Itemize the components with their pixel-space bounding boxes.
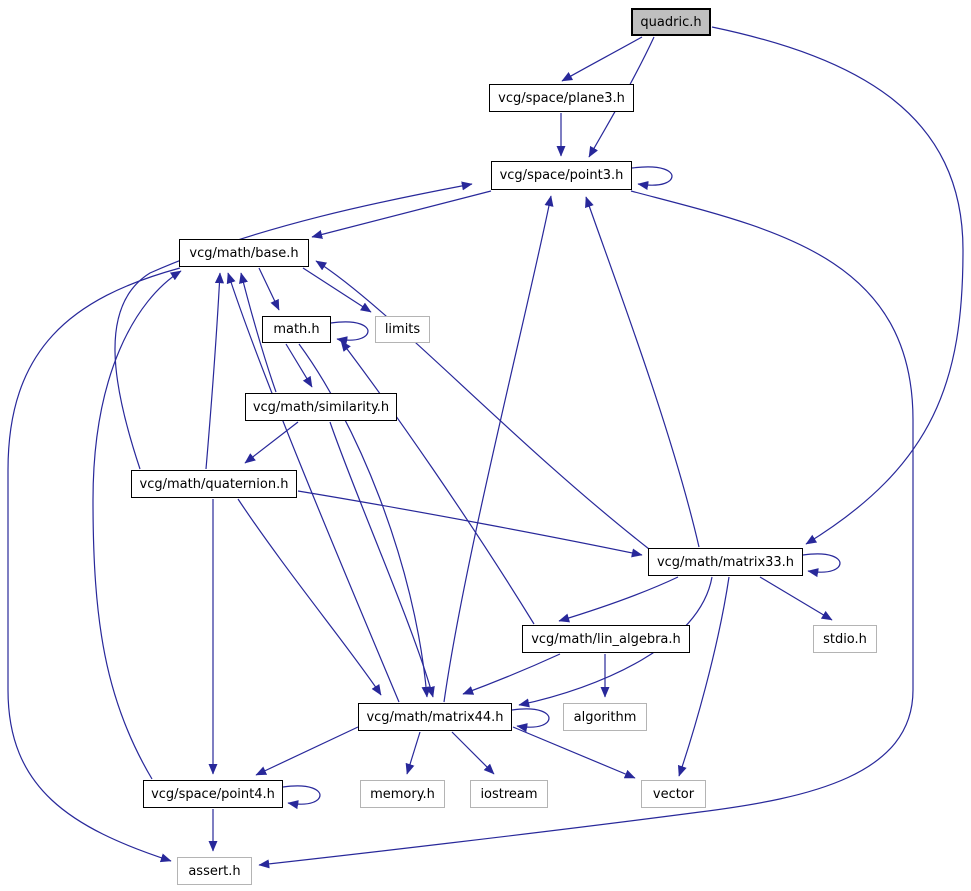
edge-matrix44-to-memory: [405, 731, 421, 775]
node-math[interactable]: math.h: [262, 316, 331, 343]
edge-point3-to-assert: [258, 190, 914, 869]
edge-point4-to-point4: [282, 785, 321, 810]
node-lin_algebra[interactable]: vcg/math/lin_algebra.h: [522, 625, 690, 653]
node-algorithm[interactable]: algorithm: [563, 703, 647, 731]
node-iostream[interactable]: iostream: [470, 780, 548, 808]
edge-point4-to-base: [92, 270, 182, 780]
edge-base-to-assert: [7, 267, 181, 863]
node-memory[interactable]: memory.h: [360, 780, 445, 808]
edge-matrix33-to-matrix44: [518, 576, 713, 708]
edge-matrix44-to-iostream: [451, 731, 495, 775]
edge-math-to-matrix44: [298, 343, 431, 698]
edge-matrix44-to-vector: [512, 726, 636, 779]
edge-matrix44-to-matrix44: [511, 708, 550, 733]
node-base[interactable]: vcg/math/base.h: [179, 239, 309, 267]
edge-matrix33-to-lin_algebra: [558, 576, 679, 623]
node-stdio[interactable]: stdio.h: [813, 625, 877, 653]
node-limits[interactable]: limits: [375, 316, 430, 343]
edge-math-to-math: [330, 321, 369, 346]
node-matrix33[interactable]: vcg/math/matrix33.h: [648, 548, 803, 576]
edge-matrix44-to-point4: [255, 726, 359, 776]
node-quaternion[interactable]: vcg/math/quaternion.h: [131, 470, 297, 498]
node-point3[interactable]: vcg/space/point3.h: [491, 161, 632, 190]
edge-similarity-to-base: [239, 272, 277, 393]
edge-matrix33-to-stdio: [759, 576, 833, 621]
edge-similarity-to-quaternion: [244, 421, 299, 464]
edge-quadric-to-plane3: [561, 36, 643, 82]
edge-matrix33-to-point3: [585, 196, 700, 548]
edge-point3-to-point3: [631, 166, 673, 191]
edge-point3-to-base: [311, 190, 492, 239]
edge-math-to-similarity: [285, 343, 313, 388]
node-assert[interactable]: assert.h: [177, 857, 252, 885]
node-matrix44[interactable]: vcg/math/matrix44.h: [358, 703, 512, 731]
edge-similarity-to-matrix44: [329, 421, 435, 698]
edge-matrix33-to-base: [315, 260, 650, 550]
edge-base-to-math: [258, 267, 280, 311]
node-vector[interactable]: vector: [641, 780, 706, 808]
edge-matrix33-to-vector: [677, 576, 730, 777]
edge-lin_algebra-to-math: [340, 340, 535, 625]
edge-matrix33-to-matrix33: [802, 553, 841, 578]
edge-quaternion-to-base: [205, 272, 225, 470]
edge-quaternion-to-matrix44: [237, 498, 382, 696]
edge-quaternion-to-point3: [114, 181, 473, 470]
node-point4[interactable]: vcg/space/point4.h: [143, 780, 283, 808]
node-plane3[interactable]: vcg/space/plane3.h: [489, 84, 634, 112]
edge-base-to-limits: [302, 267, 372, 313]
node-quadric[interactable]: quadric.h: [631, 8, 711, 36]
node-similarity[interactable]: vcg/math/similarity.h: [245, 393, 397, 421]
edge-quadric-to-matrix33: [711, 26, 964, 545]
edge-quaternion-to-matrix33: [297, 490, 643, 558]
edge-lin_algebra-to-matrix44: [462, 653, 561, 695]
edge-matrix44-to-base: [226, 272, 400, 703]
edge-matrix44-to-point3: [443, 195, 554, 703]
